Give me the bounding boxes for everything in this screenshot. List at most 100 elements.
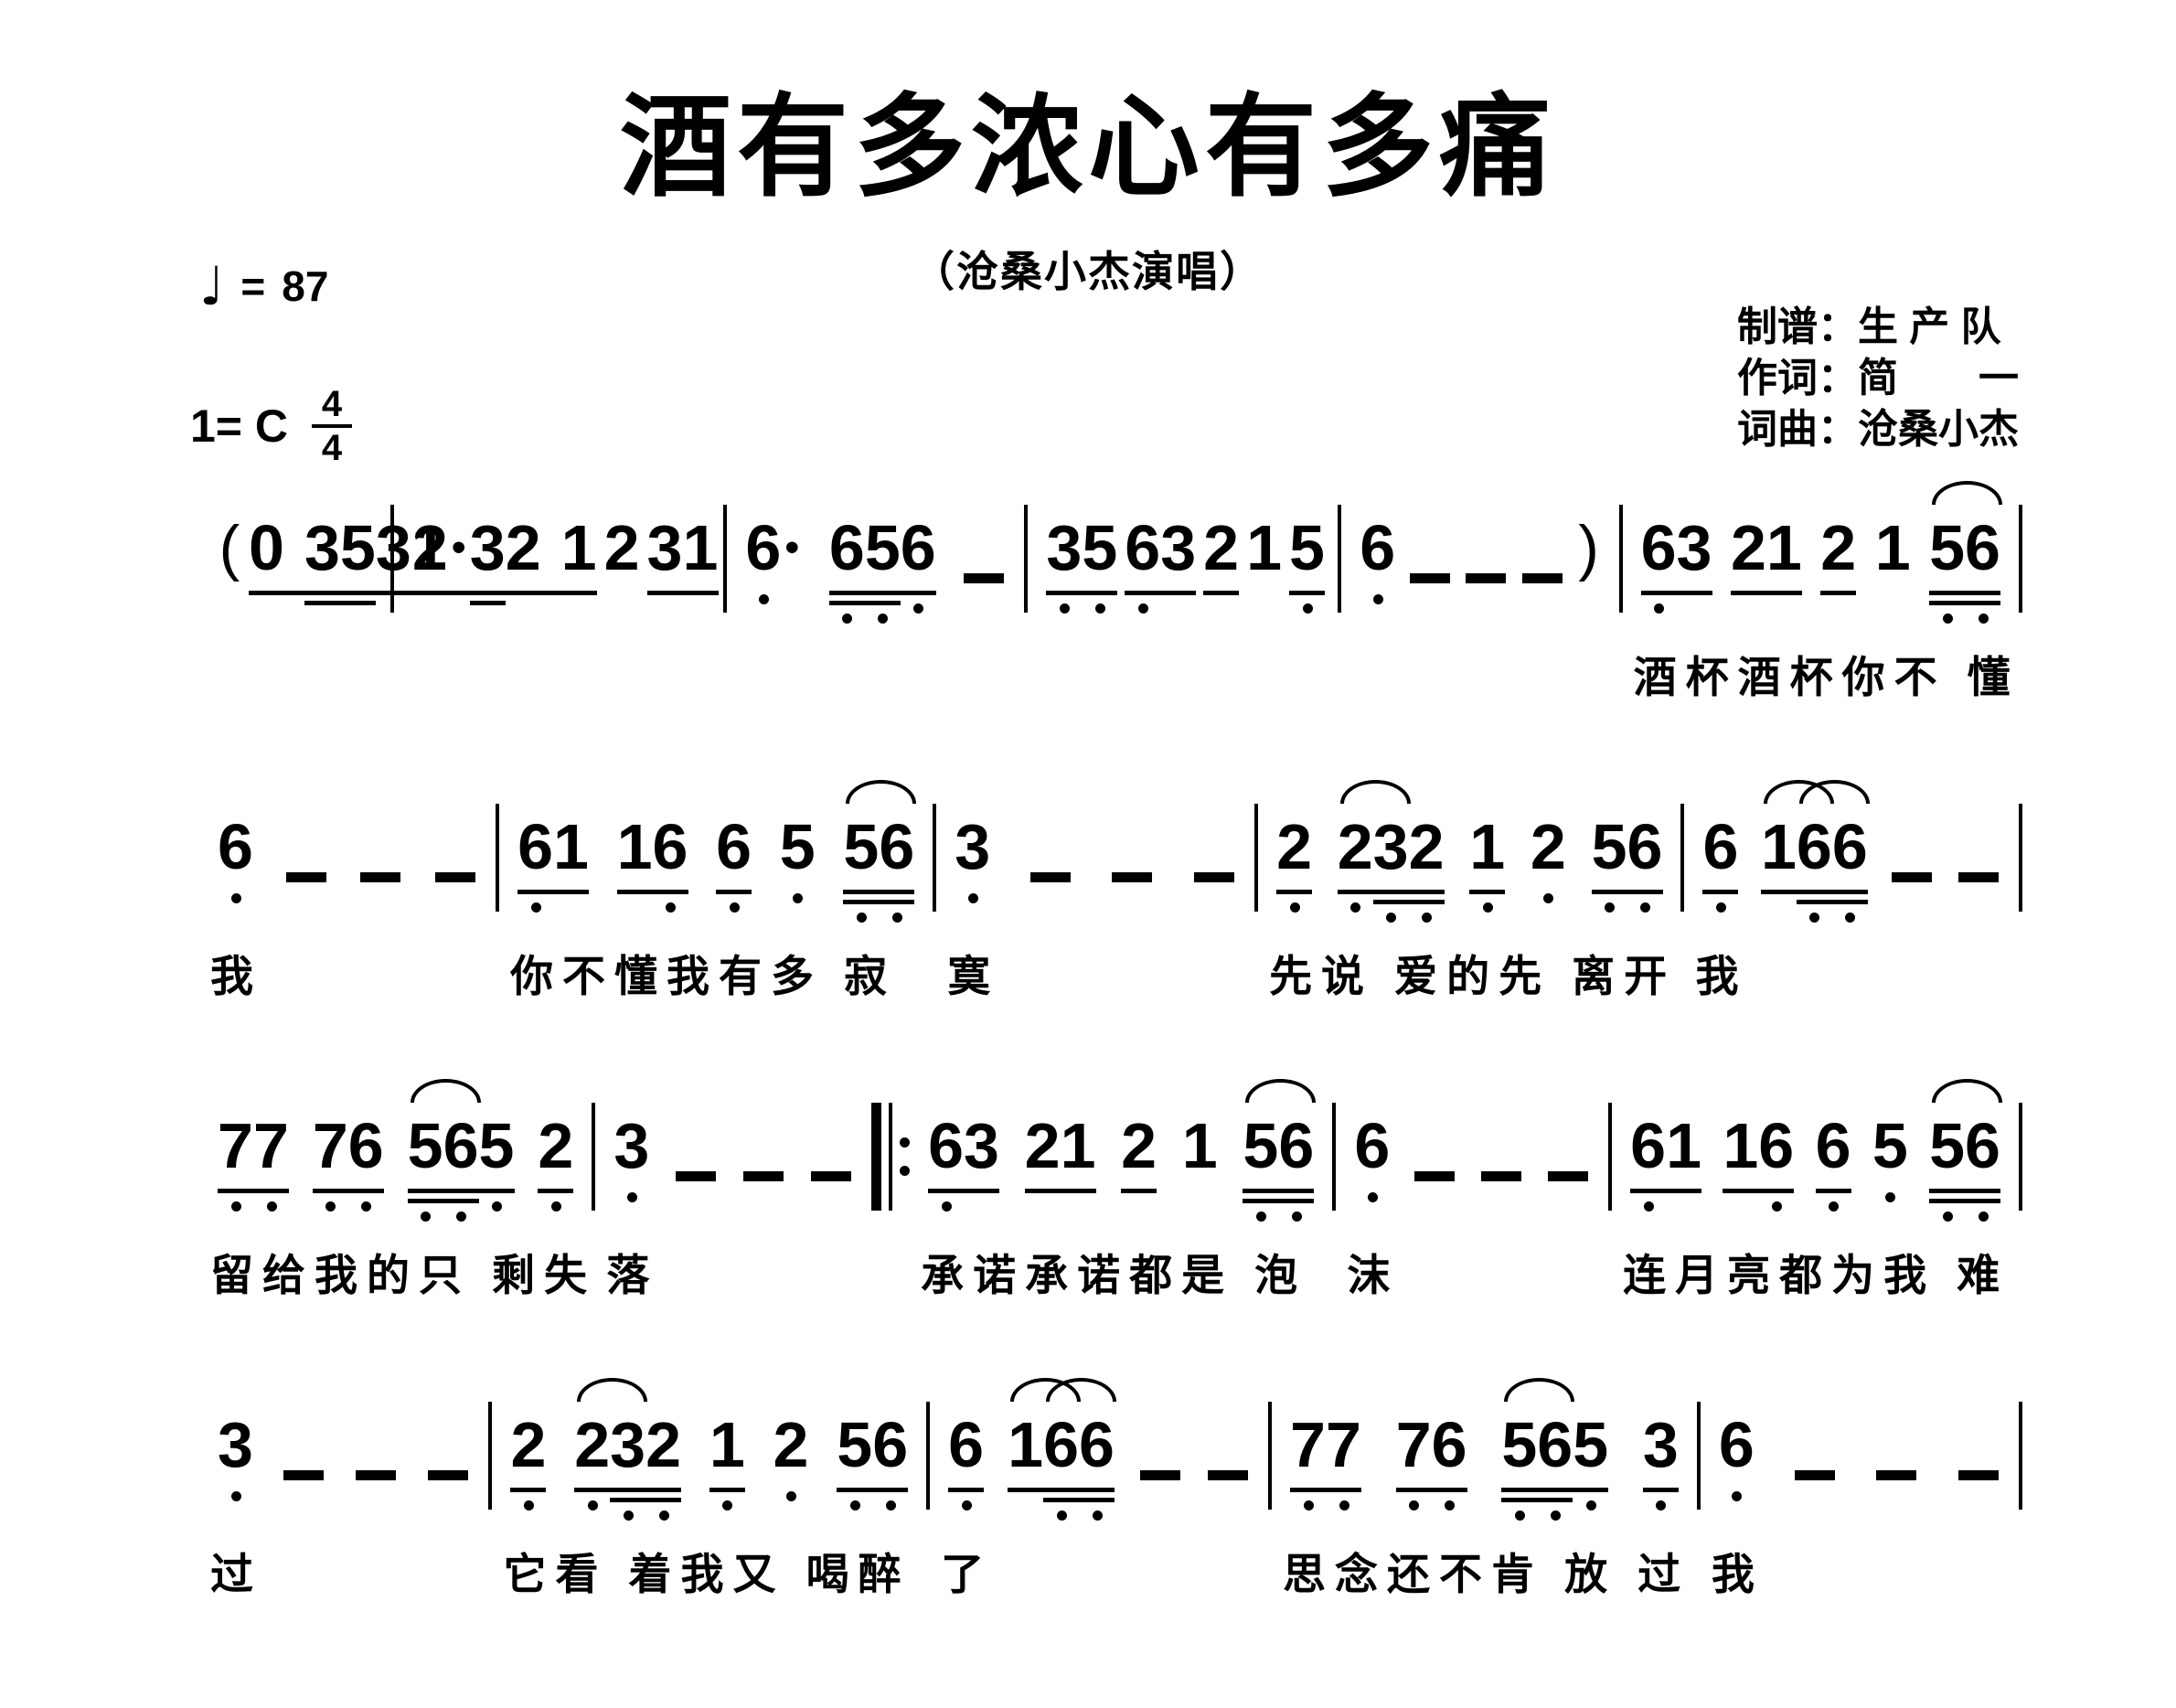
octave-dot [1255, 1212, 1266, 1222]
note-char: 2 [574, 1409, 611, 1480]
octave-dot [1137, 603, 1148, 614]
lyrics-text: 了 [941, 1550, 994, 1598]
duration-dash [1794, 1470, 1835, 1480]
note-char: 3 [1046, 512, 1083, 583]
note-char: 5 [478, 1110, 515, 1181]
octave-dot [266, 1201, 277, 1212]
beam [828, 591, 936, 595]
sub-beam [469, 601, 506, 605]
beam [1469, 890, 1506, 894]
octave-dot [1654, 603, 1665, 614]
octave-dot [729, 902, 740, 913]
note-group [282, 1409, 325, 1480]
lyrics-text: 酒杯酒杯你不 懂 [1633, 653, 2020, 701]
octave-dot [842, 614, 853, 624]
note-char: 1 [411, 512, 447, 583]
beam [709, 1488, 745, 1492]
beam [1501, 1488, 1609, 1492]
note-char: 0 [249, 512, 284, 583]
beam [1929, 601, 2001, 605]
bar-line [1024, 505, 1029, 613]
duration-dash [1208, 1470, 1249, 1480]
note-group [674, 1110, 718, 1181]
octave-dot [941, 1201, 952, 1212]
slur-tie-icon [1932, 1079, 2003, 1103]
note-group: 2 [538, 1110, 574, 1212]
note-char: 1 [1666, 1110, 1702, 1181]
bar-line [1608, 1103, 1613, 1211]
octave-dot [1291, 1212, 1302, 1222]
note-char: 5 [837, 1409, 873, 1480]
bar-line [723, 505, 728, 613]
note-char: 6 [218, 811, 253, 882]
note-group: 1 [1246, 512, 1282, 583]
note-char: 2 [1276, 811, 1312, 882]
note-char: 6 [1278, 1110, 1315, 1181]
note-char: 3 [304, 512, 340, 583]
note-char: 2 [1730, 512, 1766, 583]
parenthesis: ( [219, 513, 240, 582]
note-group: 3 [1642, 1409, 1679, 1511]
octave-dot [1094, 603, 1105, 614]
sub-beam [1043, 1498, 1115, 1502]
note-group: 2 [510, 1409, 547, 1511]
note-char: 3 [1160, 512, 1197, 583]
performer-subtitle: （沧桑小杰演唱） [912, 248, 1264, 295]
note-char: 6 [828, 512, 865, 583]
note-char: 2 [505, 512, 541, 583]
octave-dot [1514, 1511, 1525, 1521]
duration-dash [1957, 1470, 1999, 1480]
note-char: 2 [1203, 512, 1240, 583]
beam [1276, 890, 1313, 894]
note-group: 6 [1815, 1110, 1851, 1212]
note-char: 1 [553, 811, 589, 882]
octave-dot [878, 614, 889, 624]
note-group: 1 [1469, 811, 1506, 913]
tempo-bpm: 87 [282, 262, 329, 310]
note-char: 5 [1082, 512, 1118, 583]
octave-dot [325, 1201, 336, 1212]
octave-dot [1715, 902, 1726, 913]
measure-notes: 6) [1341, 512, 1618, 622]
note-group: 6 [1719, 1409, 1755, 1501]
bar-line [1268, 1402, 1273, 1510]
sub-beam [407, 1199, 479, 1203]
beam [1929, 1189, 2001, 1193]
tempo-equals: = [240, 262, 266, 310]
note-char: 1 [1181, 1110, 1218, 1181]
note-char: 3 [1372, 811, 1409, 882]
note-char: 7 [312, 1110, 348, 1181]
measure-notes: 3 [595, 1110, 871, 1220]
note-group: 1 [1875, 512, 1911, 583]
octave-dot [1829, 1201, 1840, 1212]
note-group [809, 1110, 853, 1181]
duration-dash [1521, 573, 1563, 583]
note-char: 5 [339, 512, 376, 583]
bar-line [2018, 1402, 2022, 1510]
octave-dot [1978, 1212, 1989, 1222]
note-char: 5 [779, 811, 816, 882]
note-char: 6 [1125, 512, 1161, 583]
parenthesis: ) [1578, 513, 1599, 582]
octave-dot [885, 1500, 896, 1511]
bar-line [2019, 804, 2022, 912]
octave-dot [1289, 902, 1300, 913]
beam [843, 900, 915, 904]
octave-dot [1732, 1491, 1743, 1501]
duration-dash [742, 1171, 784, 1181]
beam [1591, 890, 1663, 894]
note-group: 6 [1354, 1110, 1390, 1202]
beam [411, 591, 597, 595]
augmentation-dot: • [784, 525, 799, 570]
